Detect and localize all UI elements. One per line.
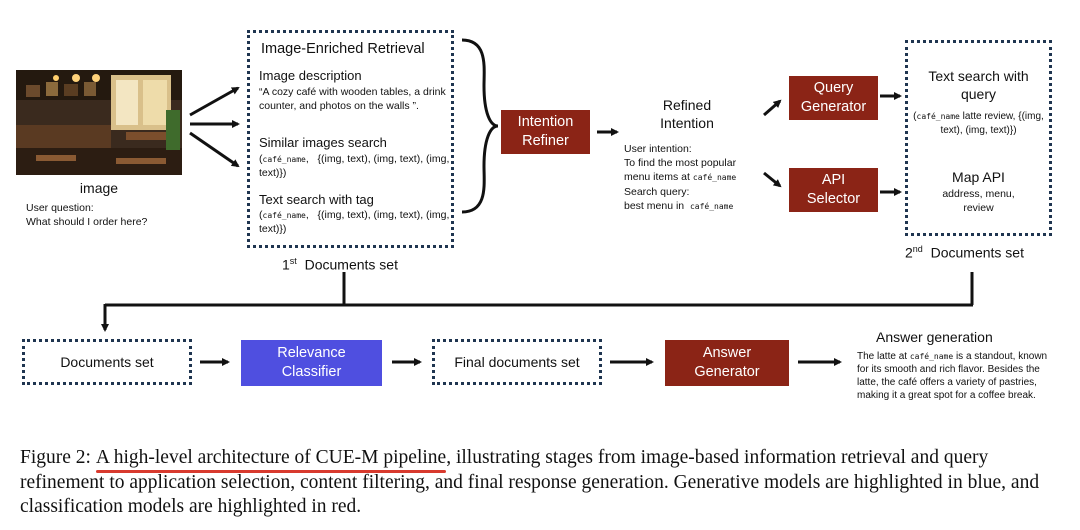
caption-underlined: A high-level architecture of CUE-M pipel… <box>95 446 447 472</box>
text-search-tag-list: {(img, text), (img, text), (img, text)}) <box>259 209 450 235</box>
api-selector-box: API Selector <box>789 168 878 212</box>
similar-images-results: (café_name, {(img, text), (img, text), (… <box>259 153 450 179</box>
cafe-name-code: café_name <box>916 112 960 121</box>
final-documents-set-box <box>432 339 602 385</box>
answer-generation-text: The latte at café_name is a standout, kn… <box>857 350 1057 402</box>
label-superscript: nd <box>912 244 923 254</box>
similar-images-heading: Similar images search <box>259 135 387 150</box>
cafe-name-code: café_name <box>262 211 306 220</box>
search-query-label: Search query: <box>624 186 690 198</box>
image-description-heading: Image description <box>259 68 362 83</box>
caption-rest: , illustrating stages from image-based i… <box>20 447 1040 517</box>
retrieval-title: Image-Enriched Retrieval <box>261 41 425 57</box>
cafe-name-code: café_name <box>689 202 734 211</box>
cafe-name-code: café_name <box>909 352 954 361</box>
answer-generator-box: Answer Generator <box>665 340 789 386</box>
user-intention-text: To find the most popular menu items at c… <box>624 157 764 184</box>
second-documents-set-box <box>905 40 1052 236</box>
image-label: image <box>79 180 119 196</box>
cafe-name-code: café_name <box>262 155 306 164</box>
documents-set-box <box>22 339 192 385</box>
label-superscript: st <box>289 256 297 266</box>
cafe-name-code: café_name <box>692 172 737 182</box>
map-api-text: address, menu, review <box>942 188 1015 214</box>
refined-intention-title: Refined Intention <box>660 97 714 131</box>
map-api-title: Map API <box>952 169 1005 185</box>
documents-set-label: Documents set <box>60 354 154 370</box>
label-number: 2 <box>905 244 913 261</box>
answer-generation-title: Answer generation <box>876 329 993 345</box>
user-intention-value: To find the most popular menu items at <box>624 157 737 183</box>
text-search-tag-heading: Text search with tag <box>259 192 374 207</box>
text-search-query-results: (café_name latte review, {(img, text), (… <box>913 111 1044 136</box>
query-generator-box: Query Generator <box>789 76 878 120</box>
figure-caption: Figure 2: A high-level architecture of C… <box>20 446 1065 520</box>
label-number: 1 <box>282 256 290 273</box>
search-query-text: best menu in café_name <box>624 200 733 214</box>
second-documents-set-label: 2nd Documents set <box>905 241 1024 261</box>
caption-prefix: Figure 2: <box>20 447 91 468</box>
cafe-photo-illustration <box>16 70 182 175</box>
user-question-text: What should I order here? <box>26 216 148 228</box>
relevance-classifier-box: Relevance Classifier <box>241 340 382 386</box>
text-search-query-title: Text search with query <box>928 68 1029 102</box>
label-text: Documents set <box>930 244 1024 261</box>
user-intention-label: User intention: <box>624 143 692 155</box>
intention-refiner-box: Intention Refiner <box>501 110 590 154</box>
image-description-text: “A cozy café with wooden tables, a drink… <box>259 86 446 112</box>
first-documents-set-label: 1st Documents set <box>282 253 398 273</box>
user-question-label: User question: <box>26 202 94 214</box>
similar-images-list: {(img, text), (img, text), (img, text)}) <box>259 153 450 179</box>
label-text: Documents set <box>304 256 398 273</box>
search-query-value: best menu in <box>624 200 685 212</box>
answer-body: is a standout, known for its smooth and … <box>857 351 1048 401</box>
cafe-photo <box>16 70 182 175</box>
final-documents-set-label: Final documents set <box>454 354 580 370</box>
image-enriched-retrieval-box <box>247 30 454 248</box>
answer-prefix: The latte at <box>857 351 908 362</box>
text-search-query-list: latte review, {(img, text), (img, text)}… <box>940 111 1044 136</box>
text-search-tag-results: (café_name, {(img, text), (img, text), (… <box>259 209 450 235</box>
